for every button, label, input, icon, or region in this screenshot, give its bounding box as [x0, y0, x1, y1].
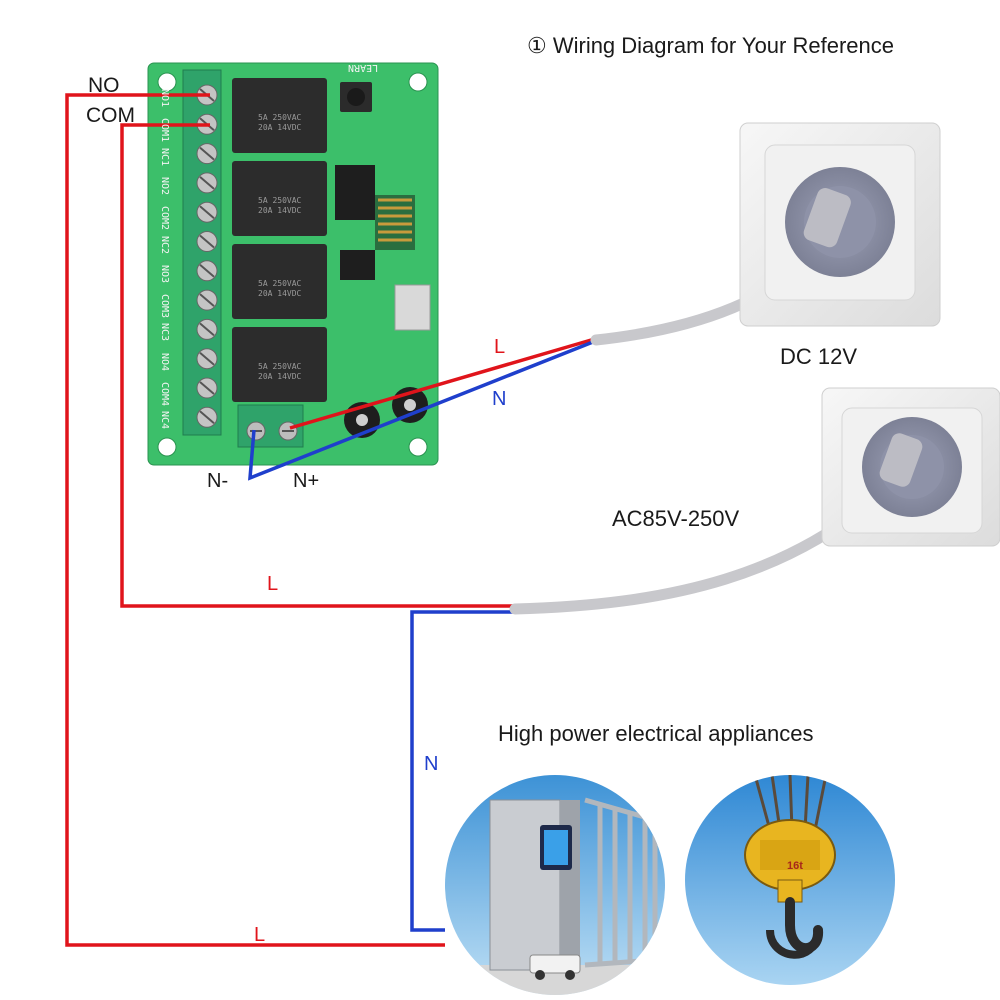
relay: [232, 78, 327, 153]
com-label: COM: [86, 104, 135, 127]
com-wire: [120, 123, 515, 608]
hook-label: 16t: [787, 860, 803, 872]
appliances-heading: High power electrical appliances: [498, 721, 814, 746]
terminal-label: NO3: [159, 264, 170, 283]
crane-hook-icon: [685, 775, 895, 985]
relay-rating-text: 5A 250VAC: [258, 279, 302, 288]
n-plus-label: N+: [293, 470, 320, 492]
chip: [340, 250, 375, 280]
ac-neutral-wire: [410, 610, 515, 932]
ac-socket: [821, 387, 1000, 547]
diagram-title: ① Wiring Diagram for Your Reference: [527, 33, 894, 58]
terminal-label: NC2: [159, 235, 170, 254]
relay-rating-text: 5A 250VAC: [258, 113, 302, 122]
terminal-label: COM1: [159, 118, 170, 143]
relay: [232, 161, 327, 236]
terminal-label: NC3: [159, 323, 170, 342]
dc-live-label: L: [494, 336, 506, 358]
dc-socket: [739, 122, 941, 327]
relay-rating-text: 20A 14VDC: [258, 123, 302, 132]
terminal-label: NO2: [159, 176, 170, 195]
terminal-label: NO1: [159, 89, 170, 108]
no-label: NO: [88, 74, 120, 97]
wires: [65, 93, 599, 947]
terminal-label: NC4: [159, 411, 170, 430]
dc-neutral-wire: [248, 338, 599, 481]
no-wire: [65, 93, 445, 947]
relay-rating-text: 20A 14VDC: [258, 372, 302, 381]
terminal-label: COM2: [159, 206, 170, 231]
antenna-coil: [375, 195, 415, 250]
chip: [335, 165, 375, 220]
load-neutral-label: N: [424, 753, 439, 775]
gate-icon: [445, 775, 665, 995]
terminal-label: COM3: [159, 294, 170, 319]
relay-rating-text: 20A 14VDC: [258, 289, 302, 298]
relay-rating-text: 5A 250VAC: [258, 362, 302, 371]
terminal-label: COM4: [159, 382, 170, 407]
n-minus-label: N-: [207, 470, 229, 492]
terminal-label: NC1: [159, 147, 170, 166]
learn-label: LEARN: [348, 62, 379, 73]
ac-socket-label: AC85V-250V: [612, 506, 740, 531]
crystal: [394, 284, 431, 331]
dc-neutral-label: N: [492, 388, 507, 410]
relay: [232, 327, 327, 402]
terminal-label: NO4: [159, 352, 170, 371]
dc-socket-label: DC 12V: [780, 344, 858, 369]
relay: [232, 244, 327, 319]
load-live-label: L: [254, 924, 266, 946]
relay-rating-text: 20A 14VDC: [258, 206, 302, 215]
ac-live-label: L: [267, 573, 279, 595]
dc-live-wire: [289, 336, 599, 430]
relay-rating-text: 5A 250VAC: [258, 196, 302, 205]
